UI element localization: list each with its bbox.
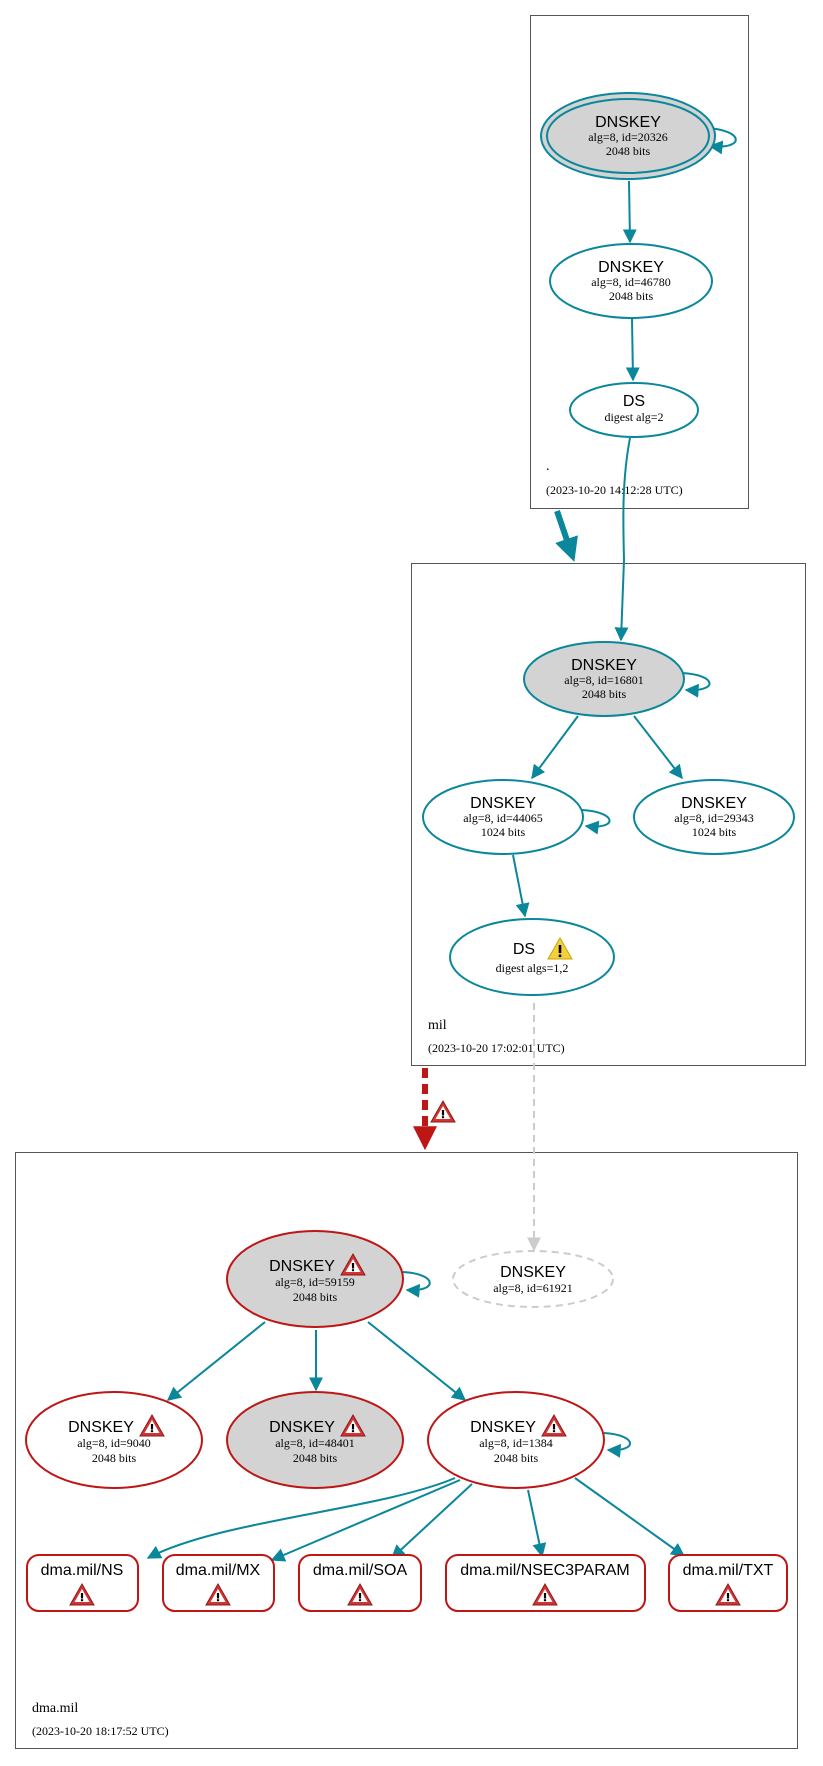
node-title: DNSKEY (470, 1419, 536, 1436)
edges (146, 127, 737, 1562)
node-detail: 2048 bits (609, 289, 654, 303)
delegation-error-icon (430, 1100, 456, 1123)
edge-dma-ksk-k1384 (367, 1321, 467, 1401)
node-dma-dnskey-1384[interactable]: DNSKEY alg=8, id=1384 2048 bits (427, 1391, 605, 1489)
zone-box-dma (15, 1152, 798, 1749)
edge-dma-k1384-mx (270, 1479, 461, 1562)
zone-timestamp-mil: (2023-10-20 17:02:01 UTC) (428, 1041, 565, 1055)
node-detail: 1024 bits (481, 825, 526, 839)
node-title: DS (623, 393, 645, 410)
node-title: DNSKEY (269, 1419, 335, 1436)
edge-mil-ksk-zsk1 (531, 715, 579, 780)
node-dma-dnskey-9040[interactable]: DNSKEY alg=8, id=9040 2048 bits (25, 1391, 203, 1489)
node-detail: alg=8, id=48401 (275, 1436, 355, 1450)
node-detail: alg=8, id=61921 (493, 1281, 573, 1295)
node-detail: 2048 bits (293, 1451, 338, 1465)
edge-dma-k1384-ns (146, 1477, 456, 1559)
node-detail: alg=8, id=59159 (275, 1275, 355, 1289)
edge-mil-ksk-zsk2 (633, 715, 683, 780)
rrset-dma-txt[interactable]: dma.mil/TXT (668, 1554, 788, 1612)
node-detail: alg=8, id=29343 (674, 811, 754, 825)
edge-root-zsk-ds (625, 317, 640, 382)
node-title: DNSKEY (598, 259, 664, 276)
edge-root-ksk-self (705, 127, 737, 155)
rrset-label: dma.mil/SOA (313, 1562, 408, 1579)
edge-dma-k1384-soa (390, 1483, 473, 1559)
edge-root-ds-mil-ksk (614, 437, 631, 642)
zone-box-mil (411, 563, 806, 1066)
edge-dma-ksk-self (402, 1271, 431, 1298)
zone-label-root: . (546, 459, 550, 474)
rrset-dma-soa[interactable]: dma.mil/SOA (298, 1554, 422, 1612)
node-detail: alg=8, id=46780 (591, 275, 671, 289)
node-root-ksk[interactable]: DNSKEY alg=8, id=20326 2048 bits (540, 92, 716, 180)
edge-mil-zsk1-ds (512, 854, 530, 918)
node-detail: 2048 bits (494, 1451, 539, 1465)
node-title: DNSKEY (470, 795, 536, 812)
node-mil-zsk2[interactable]: DNSKEY alg=8, id=29343 1024 bits (633, 779, 795, 855)
node-detail: 2048 bits (582, 687, 627, 701)
node-title: DNSKEY (681, 795, 747, 812)
node-detail: 2048 bits (293, 1290, 338, 1304)
node-mil-ksk[interactable]: DNSKEY alg=8, id=16801 2048 bits (523, 641, 685, 717)
rrset-label: dma.mil/MX (176, 1562, 261, 1579)
rrset-dma-ns[interactable]: dma.mil/NS (26, 1554, 139, 1612)
edge-delegation-root-mil (554, 510, 578, 562)
node-detail: alg=8, id=16801 (564, 673, 644, 687)
edge-dma-k1384-self (603, 1432, 631, 1458)
rrset-label: dma.mil/NS (41, 1562, 124, 1579)
edge-dma-ksk-k9040 (166, 1321, 266, 1401)
node-dma-dnskey-48401[interactable]: DNSKEY alg=8, id=48401 2048 bits (226, 1391, 404, 1489)
node-root-zsk[interactable]: DNSKEY alg=8, id=46780 2048 bits (549, 243, 713, 319)
zone-timestamp-dma: (2023-10-20 18:17:52 UTC) (32, 1724, 169, 1738)
node-title: DNSKEY (269, 1258, 335, 1275)
node-mil-ds[interactable]: DS digest algs=1,2 (449, 918, 615, 996)
edge-dma-k1384-nsec3param (527, 1489, 547, 1558)
node-detail: alg=8, id=9040 (77, 1436, 151, 1450)
zone-box-root (530, 15, 749, 509)
rrset-label: dma.mil/NSEC3PARAM (460, 1562, 630, 1579)
node-detail: digest alg=2 (604, 410, 663, 424)
rrset-dma-mx[interactable]: dma.mil/MX (162, 1554, 275, 1612)
node-dma-ksk[interactable]: DNSKEY alg=8, id=59159 2048 bits (226, 1230, 404, 1328)
node-detail: alg=8, id=20326 (588, 130, 668, 144)
edge-mil-zsk1-self (581, 809, 611, 835)
edge-mil-ksk-self (681, 672, 711, 698)
node-title: DNSKEY (571, 657, 637, 674)
node-detail: alg=8, id=44065 (463, 811, 543, 825)
node-dma-missing-dnskey[interactable]: DNSKEY alg=8, id=61921 (452, 1250, 614, 1308)
node-root-ds[interactable]: DS digest alg=2 (569, 382, 699, 438)
rrset-label: dma.mil/TXT (683, 1562, 774, 1579)
edge-root-ksk-zsk (622, 180, 637, 244)
zone-label-mil: mil (428, 1018, 447, 1033)
node-title: DNSKEY (68, 1419, 134, 1436)
node-detail: alg=8, id=1384 (479, 1436, 553, 1450)
node-title: DNSKEY (595, 114, 661, 131)
node-detail: digest algs=1,2 (496, 961, 569, 975)
node-mil-zsk1[interactable]: DNSKEY alg=8, id=44065 1024 bits (422, 779, 584, 855)
zone-label-dma: dma.mil (32, 1701, 78, 1716)
rrset-dma-nsec3param[interactable]: dma.mil/NSEC3PARAM (445, 1554, 646, 1612)
edge-dma-k1384-txt (574, 1477, 686, 1557)
node-detail: 2048 bits (606, 144, 651, 158)
node-detail: 1024 bits (692, 825, 737, 839)
zone-timestamp-root: (2023-10-20 14:12:28 UTC) (546, 483, 683, 497)
node-title: DS (513, 941, 535, 958)
node-title: DNSKEY (500, 1264, 566, 1281)
node-detail: 2048 bits (92, 1451, 137, 1465)
